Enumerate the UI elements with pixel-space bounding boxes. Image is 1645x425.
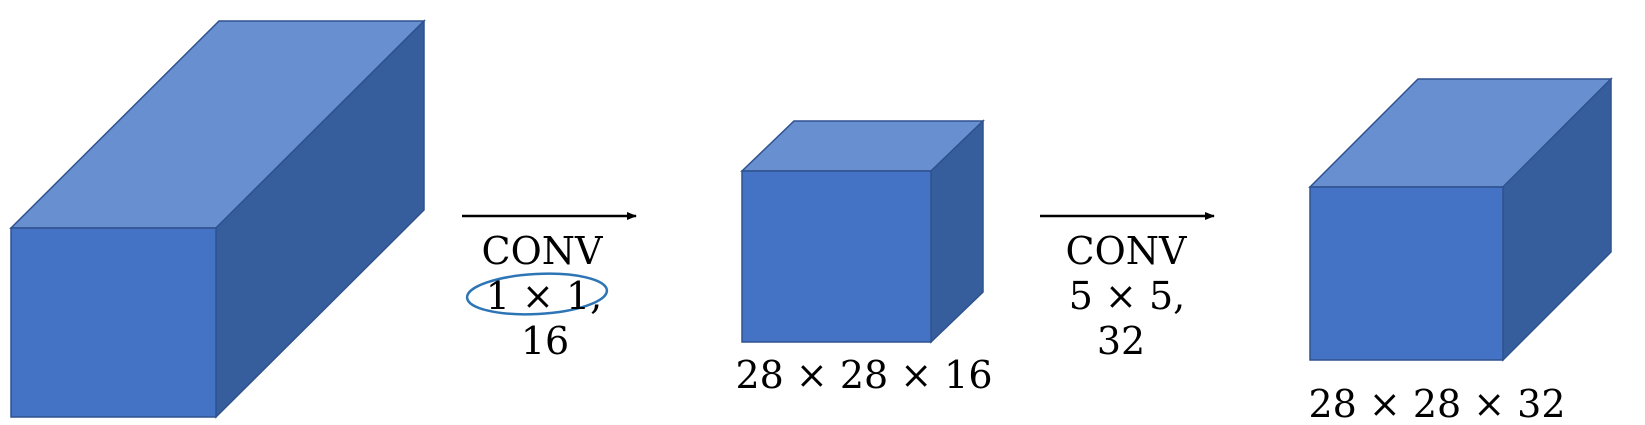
conv-5x5-channels-label: 32	[1097, 319, 1145, 363]
conv-1x1-filter-label: 1 × 1,	[486, 274, 602, 318]
intermediate-volume-front-face	[741, 170, 932, 343]
conv-1x1-channels-label: 16	[521, 319, 569, 363]
conv-5x5-filter-label: 5 × 5,	[1069, 274, 1185, 318]
intermediate-volume	[740, 119, 985, 344]
intermediate-volume-dims-label: 28 × 28 × 16	[735, 353, 992, 397]
output-volume-front-face	[1309, 186, 1504, 361]
conv-5x5-op-label: CONV	[1066, 229, 1187, 273]
output-volume	[1308, 77, 1613, 362]
conv-1x1-label: CONV 1 × 1, 16	[465, 229, 609, 363]
input-volume	[9, 19, 426, 419]
output-volume-dims-label: 28 × 28 × 32	[1308, 382, 1565, 425]
input-volume-front-face	[10, 227, 217, 418]
filter-size-highlight-circle	[465, 272, 609, 316]
conv-1x1-op-label: CONV	[482, 229, 603, 273]
conv-5x5-label: CONV 5 × 5, 32	[1066, 229, 1187, 363]
